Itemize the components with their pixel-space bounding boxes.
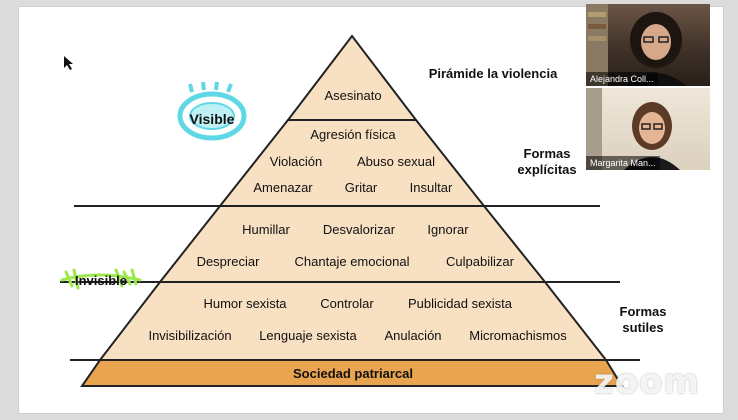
pyramid-psych-tier [157,205,548,283]
tier-item: Humor sexista [203,296,287,311]
zoom-watermark: zoom [594,362,700,402]
participant-name: Alejandra Coll... [586,72,658,86]
participant-video-tile[interactable]: Margarita Man... [586,88,710,170]
mouse-cursor-icon [64,56,73,70]
invisible-label: Invisible [75,273,127,288]
tier-item: Insultar [410,180,453,195]
tier-item: Lenguaje sexista [259,328,357,343]
eye-icon [177,81,247,141]
tier-item: Gritar [345,180,378,195]
forms-explicit-label: Formas [524,146,571,161]
tier-item: Amenazar [253,180,313,195]
tier-item: Despreciar [197,254,261,269]
participant-video-tile[interactable]: Alejandra Coll... [586,4,710,86]
tier-item: Publicidad sexista [408,296,513,311]
tier-item: Agresión física [310,127,396,142]
pyramid-subtle-tier [97,281,609,361]
tier-item: Controlar [320,296,374,311]
forms-subtle-label: sutiles [622,320,663,335]
tier-item: Humillar [242,222,290,237]
participant-name: Margarita Man... [586,156,660,170]
visible-label: Visible [190,111,235,127]
tier-item: Abuso sexual [357,154,435,169]
tier-item: Violación [270,154,323,169]
tier-item: Desvalorizar [323,222,396,237]
slide-title: Pirámide la violencia [429,66,558,81]
forms-explicit-label: explícitas [517,162,576,177]
tier-item: Anulación [384,328,441,343]
tier-item: Ignorar [427,222,469,237]
tier-label-assassination: Asesinato [324,88,381,103]
tier-label-base: Sociedad patriarcal [293,366,413,381]
tier-item: Invisibilización [148,328,231,343]
tier-item: Micromachismos [469,328,567,343]
forms-subtle-label: Formas [620,304,667,319]
invisible-highlight-icon [60,268,142,290]
pyramid-top-tier [285,34,419,121]
tier-item: Chantaje emocional [295,254,410,269]
tier-item: Culpabilizar [446,254,515,269]
